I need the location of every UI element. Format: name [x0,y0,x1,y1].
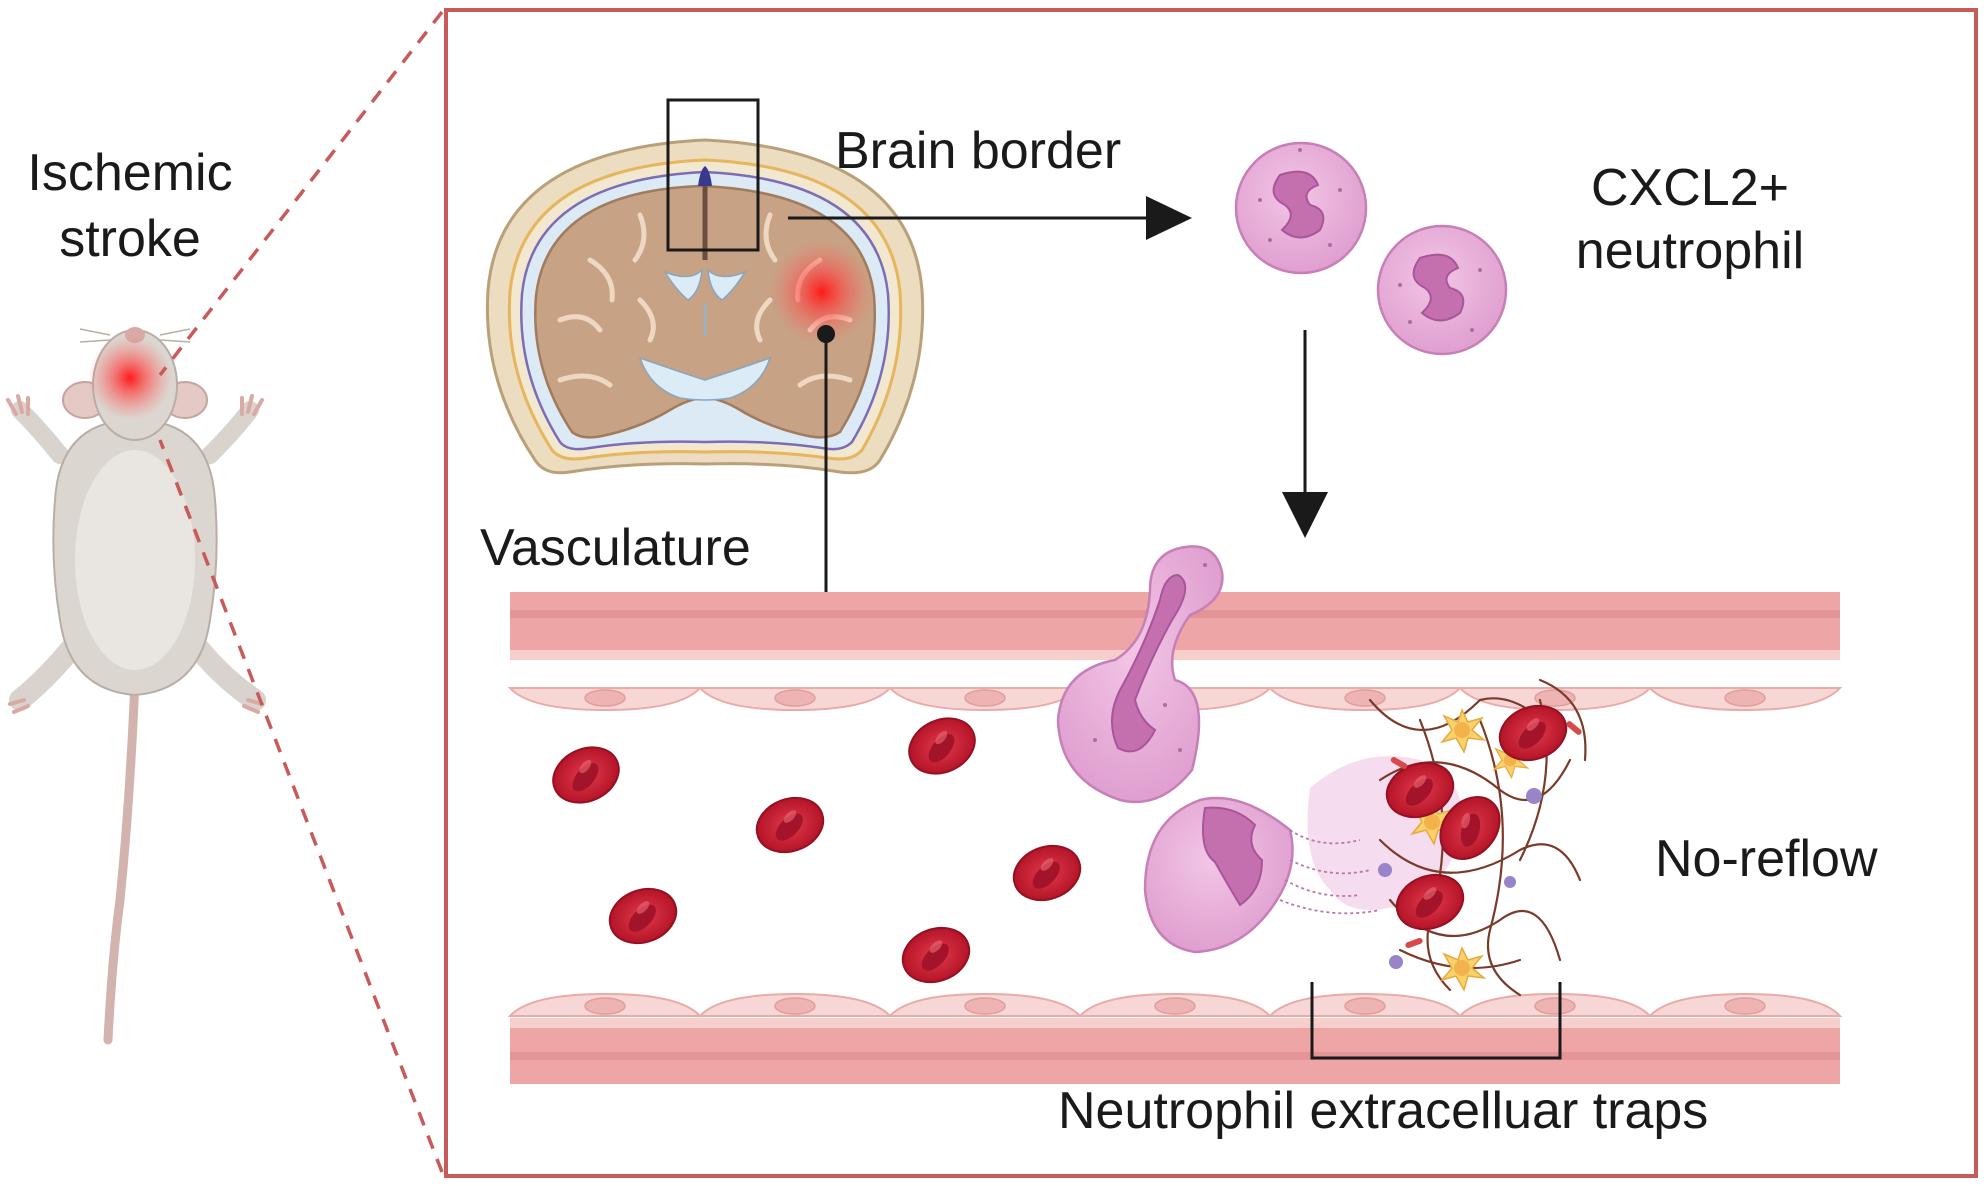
ischemic-stroke-label-line1: Ischemic [27,144,232,202]
arrow-right [788,196,1192,240]
brain-border-zoom-box [666,98,760,252]
net-clot [1368,678,1587,997]
nets-bracket [1310,982,1562,1060]
zoom-lines [158,10,444,1173]
zoom-frame [444,8,1978,1178]
neutrophil-icon [1376,224,1508,356]
arrow-down [1282,330,1328,538]
endothelium-bottom [509,993,1841,1017]
transmigrating-neutrophil-icon [1056,545,1224,804]
neutrophil-icon [1234,141,1368,275]
vasculature-pointer [817,325,835,595]
nets-label: Neutrophil extracelluar traps [1058,1082,1708,1140]
brain-section-icon [485,138,925,475]
mouse-icon [6,327,266,1045]
ischemic-stroke-label-line2: stroke [59,210,201,268]
no-reflow-label: No-reflow [1655,830,1878,888]
vasculature-label: Vasculature [480,519,751,577]
brain-border-label: Brain border [835,122,1121,180]
cxcl2-label-line1: CXCL2+ [1591,159,1789,217]
cxcl2-label-line2: neutrophil [1576,222,1804,280]
